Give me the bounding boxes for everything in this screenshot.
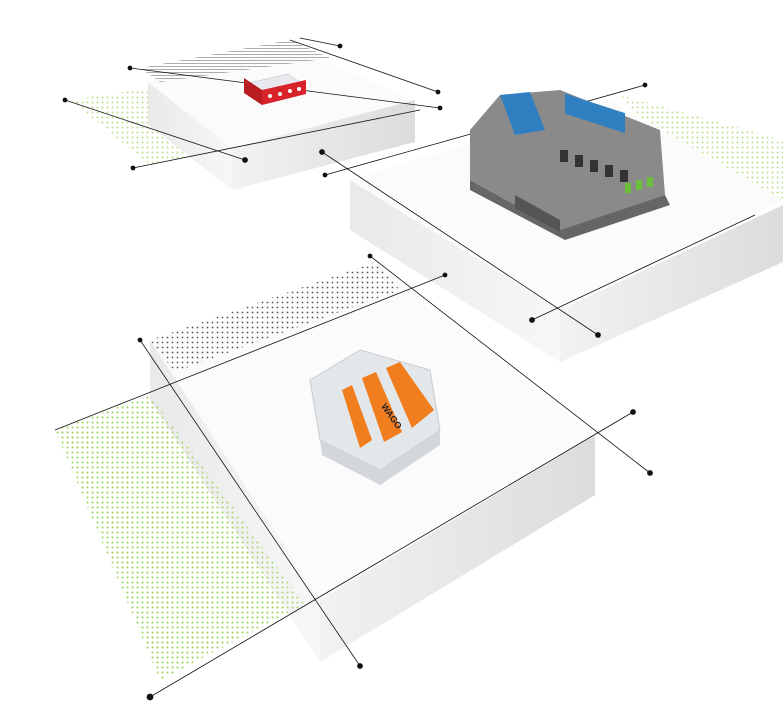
green-dot-area bbox=[620, 95, 783, 200]
green-dot-area bbox=[60, 395, 305, 680]
orange-lever-connector: WAGO bbox=[309, 349, 441, 485]
hatch-area bbox=[140, 40, 330, 82]
red-connector bbox=[243, 73, 307, 105]
grey-dot-area bbox=[150, 262, 400, 372]
terminal-block bbox=[470, 90, 670, 240]
pedestal-top-left bbox=[140, 40, 415, 190]
